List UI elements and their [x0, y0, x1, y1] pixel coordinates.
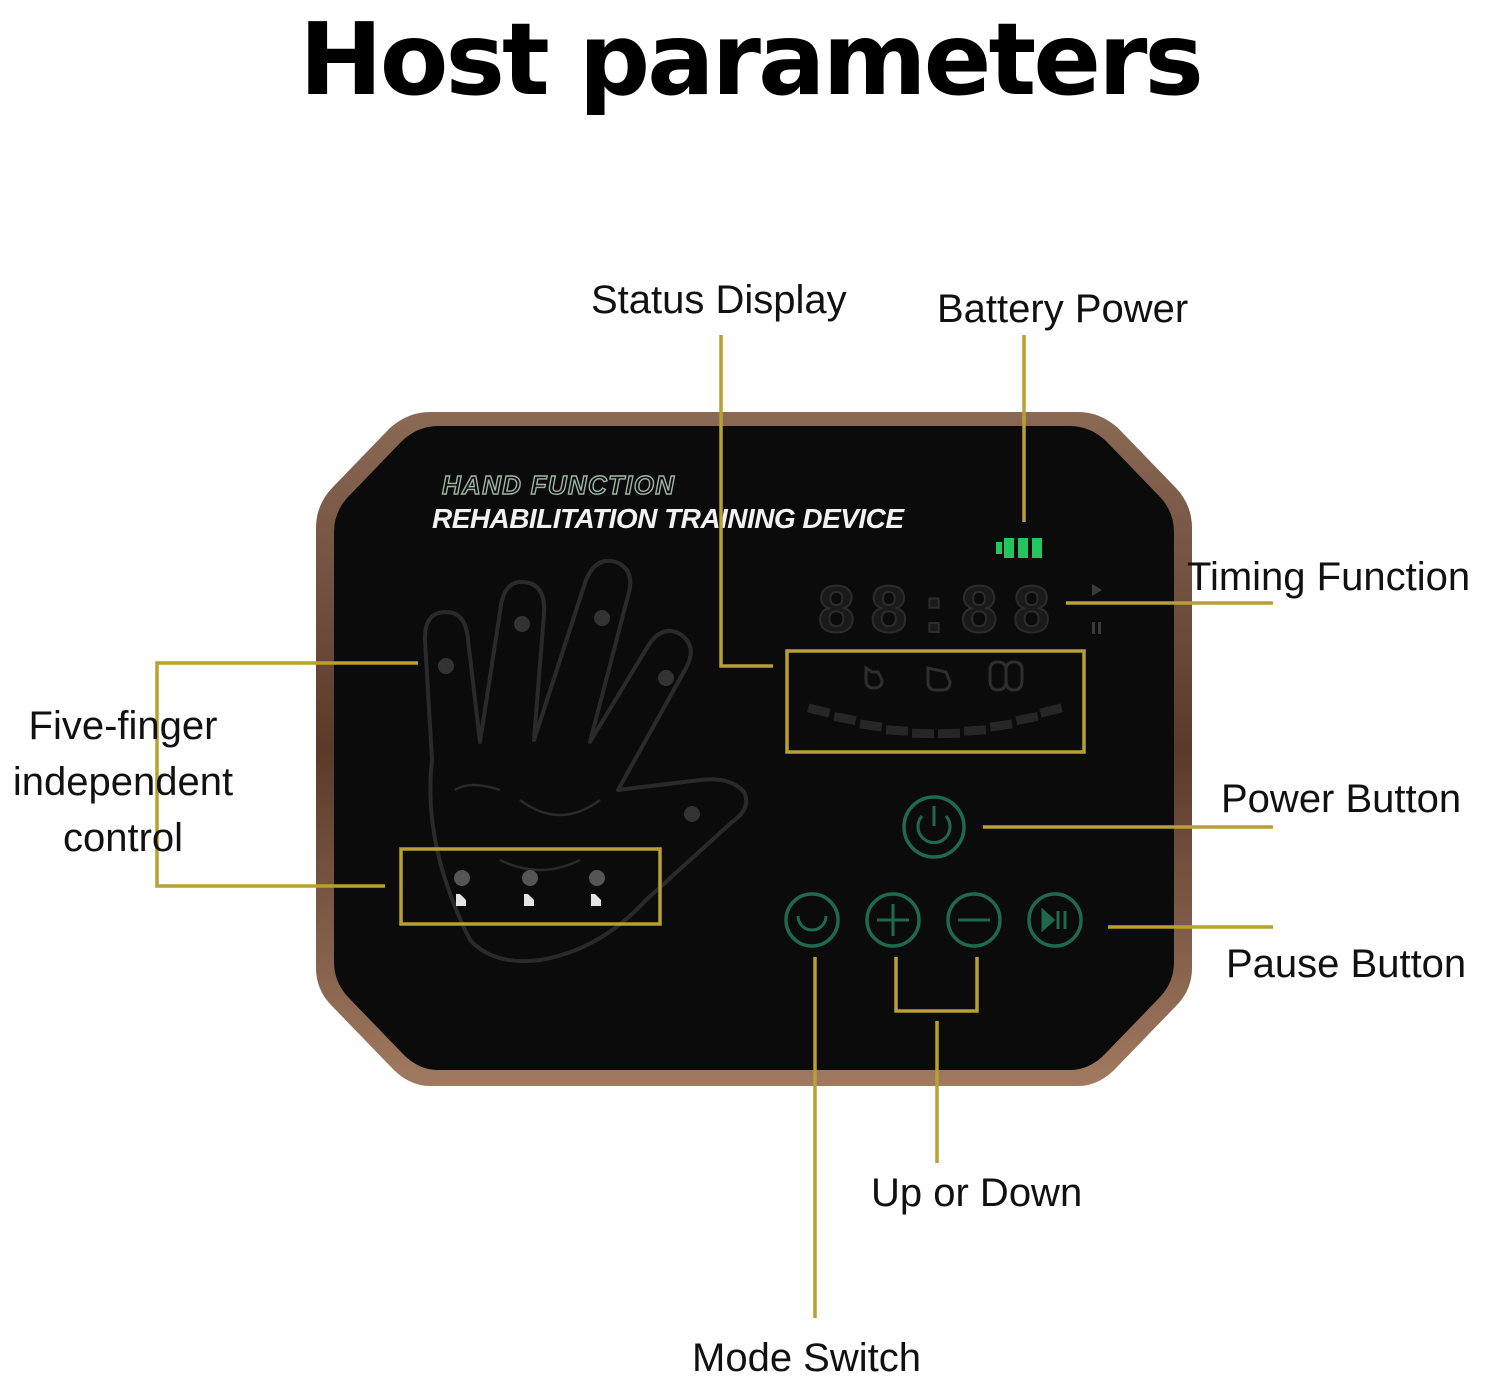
plus-icon: [877, 904, 909, 936]
battery-icon: [996, 538, 1042, 558]
pause-button-label: Pause Button: [1226, 942, 1467, 986]
hand-pointer-icon: [591, 894, 601, 906]
finger-mode-icon: [864, 665, 884, 690]
hand-mode-icon: [926, 666, 952, 692]
power-icon: [916, 815, 952, 845]
finger-led-1[interactable]: [454, 870, 470, 906]
five-finger-label: Five-finger independent control: [12, 704, 234, 860]
intensity-arc: [807, 703, 1063, 739]
pause-button[interactable]: [1027, 892, 1083, 948]
device-body: [316, 412, 1192, 1086]
timing-function-label: Timing Function: [1187, 555, 1471, 599]
timer-display: 88:88: [818, 572, 1050, 646]
five-finger-leader: [155, 661, 418, 888]
power-button-label: Power Button: [1221, 777, 1462, 821]
timer-state-icons: [1092, 584, 1102, 634]
battery-power-label: Battery Power: [937, 287, 1189, 331]
mode-switch-button[interactable]: [784, 892, 840, 948]
brand-line-2: REHABILITATION TRAINING DEVICE: [432, 503, 905, 534]
mode-switch-label: Mode Switch: [692, 1336, 921, 1380]
power-button[interactable]: [902, 795, 966, 859]
finger-select-indicators: [454, 870, 605, 906]
status-display-label: Status Display: [591, 278, 847, 322]
plus-button[interactable]: [865, 892, 921, 948]
brand-line-1: HAND FUNCTION: [442, 470, 675, 500]
up-down-bracket: [894, 957, 979, 1013]
finger-led-3[interactable]: [589, 870, 605, 906]
hand-pointer-icon: [456, 894, 466, 906]
status-display-highlight: [785, 649, 1086, 754]
up-or-down-label: Up or Down: [871, 1171, 1083, 1215]
play-pause-icon: [1041, 907, 1067, 933]
mode-glyphs: [864, 660, 1024, 692]
device-face: [334, 426, 1174, 1070]
fist-mode-icon: [988, 660, 1024, 692]
page-title: Host parameters: [299, 1, 1204, 118]
finger-led-2[interactable]: [522, 870, 538, 906]
hand-pointer-icon: [524, 894, 534, 906]
mode-icon: [796, 915, 828, 932]
status-display-leader: [719, 335, 773, 668]
leader-lines: [155, 335, 1273, 1318]
status-display: [807, 660, 1063, 739]
finger-leds-highlight: [399, 847, 662, 926]
minus-button[interactable]: [946, 892, 1002, 948]
